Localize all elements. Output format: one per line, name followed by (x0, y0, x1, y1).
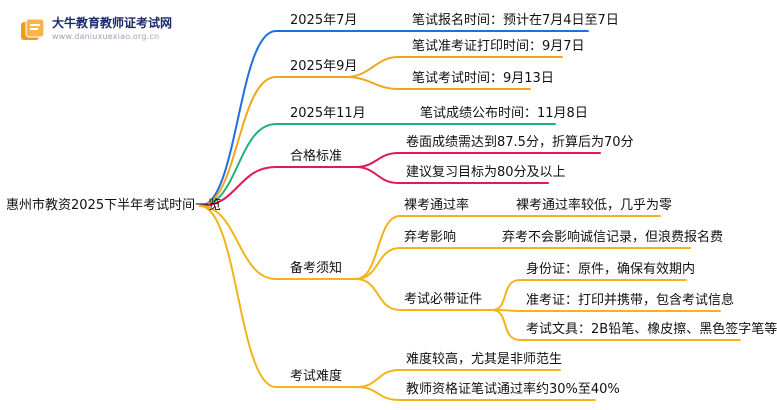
branch-label-b5: 备考须知 (290, 261, 343, 276)
branch-label-b3: 2025年11月 (290, 106, 366, 121)
connector-b2 (199, 76, 347, 207)
branch-label-b4: 合格标准 (290, 149, 343, 164)
root-topic: 惠州市教资2025下半年考试时间一览 (6, 198, 222, 213)
sub-b5-3: 考试必带证件 (404, 292, 483, 307)
logo-url: www.daniuxuexiao.org.cn (52, 32, 160, 41)
leaf-b5-3-2: 准考证：打印并携带，包含考试信息 (526, 293, 735, 308)
connector-b5 (199, 205, 357, 280)
leaf-b6-2: 教师资格证笔试通过率约30%至40% (406, 382, 620, 397)
book-logo-icon (21, 18, 45, 40)
leaf-b5-2: 弃考不会影响诚信记录，但浪费报名费 (502, 230, 724, 245)
connector-b4 (199, 166, 357, 207)
connector-b1 (199, 30, 347, 207)
leaf-b4-2: 建议复习目标为80分及以上 (406, 165, 566, 180)
branch-label-b1: 2025年7月 (290, 13, 358, 28)
branch-label-b6: 考试难度 (290, 369, 343, 384)
leaf-b5-1: 裸考通过率较低，几乎为零 (516, 198, 673, 213)
connector-b3 (199, 123, 359, 207)
leaf-b2-2: 笔试考试时间：9月13日 (412, 71, 554, 86)
logo-name: 大牛教育教师证考试网 (52, 16, 173, 30)
branch-label-b2: 2025年9月 (290, 59, 358, 74)
leaf-b2-1: 笔试准考证打印时间：9月7日 (412, 39, 585, 54)
leaf-b5-3-3: 考试文具：2B铅笔、橡皮擦、黑色签字笔等 (526, 322, 777, 337)
leaf-b4-1: 卷面成绩需达到87.5分，折算后为70分 (406, 135, 634, 150)
mindmap-connectors (199, 30, 741, 401)
sub-b5-1: 裸考通过率 (404, 198, 470, 213)
leaf-b3-1: 笔试成绩公布时间：11月8日 (420, 106, 588, 121)
leaf-b6-1: 难度较高，尤其是非师范生 (406, 352, 563, 367)
sub-b5-2: 弃考影响 (404, 230, 457, 245)
leaf-b1-1: 笔试报名时间：预计在7月4日至7日 (412, 13, 619, 28)
leaf-b5-3-1: 身份证：原件，确保有效期内 (526, 262, 696, 277)
connector-b6 (199, 205, 357, 388)
